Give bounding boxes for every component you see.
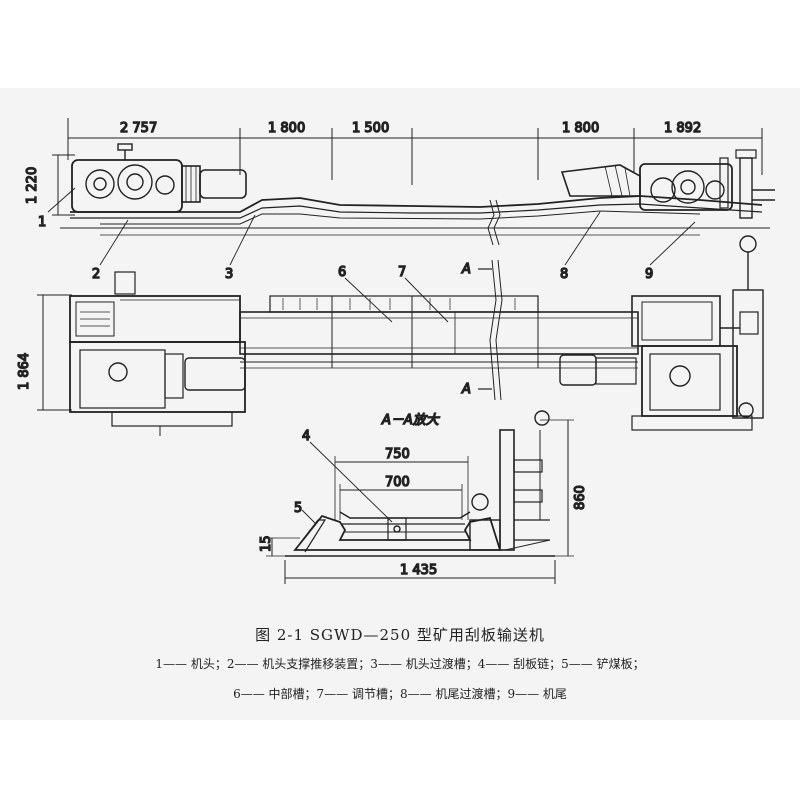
dim-1500: 1 500	[352, 121, 389, 136]
section-aa	[266, 410, 574, 584]
conveyor-drawing: 2 757 1 800 1 500 1 800 1 892 1 220 1 86…	[16, 118, 775, 584]
section-marker-bottom: A	[461, 382, 471, 397]
part-number-4: 4	[302, 429, 310, 444]
dim-1435: 1 435	[400, 563, 437, 578]
dim-1800-left: 1 800	[268, 121, 305, 136]
part-number-6: 6	[338, 265, 346, 280]
dim-15: 15	[259, 535, 274, 552]
legend-line-1: 1—— 机头；2—— 机头支撑推移装置；3—— 机头过渡槽；4—— 刮板链；5—…	[155, 657, 645, 671]
legend-line-2: 6—— 中部槽；7—— 调节槽；8—— 机尾过渡槽；9—— 机尾	[233, 687, 567, 701]
section-title: A－A放大	[381, 413, 441, 428]
dim-2757: 2 757	[120, 121, 157, 136]
dim-750: 750	[385, 447, 410, 462]
part-number-3: 3	[225, 267, 233, 282]
part-number-2: 2	[92, 267, 100, 282]
part-number-8: 8	[560, 267, 568, 282]
dim-700: 700	[385, 475, 410, 490]
dim-1864: 1 864	[17, 353, 32, 390]
dim-860: 860	[573, 485, 588, 510]
part-number-7: 7	[398, 265, 406, 280]
figure-caption: 图 2-1 SGWD—250 型矿用刮板输送机	[255, 626, 545, 644]
part-number-5: 5	[294, 501, 302, 516]
background-band	[0, 88, 800, 720]
part-number-9: 9	[645, 267, 653, 282]
dim-1892: 1 892	[664, 121, 701, 136]
elevation-view	[47, 118, 775, 266]
section-marker-top: A	[461, 262, 471, 277]
plan-view	[37, 235, 764, 436]
part-number-1: 1	[38, 215, 46, 230]
dim-1220: 1 220	[25, 167, 40, 204]
dim-1800-right: 1 800	[562, 121, 599, 136]
